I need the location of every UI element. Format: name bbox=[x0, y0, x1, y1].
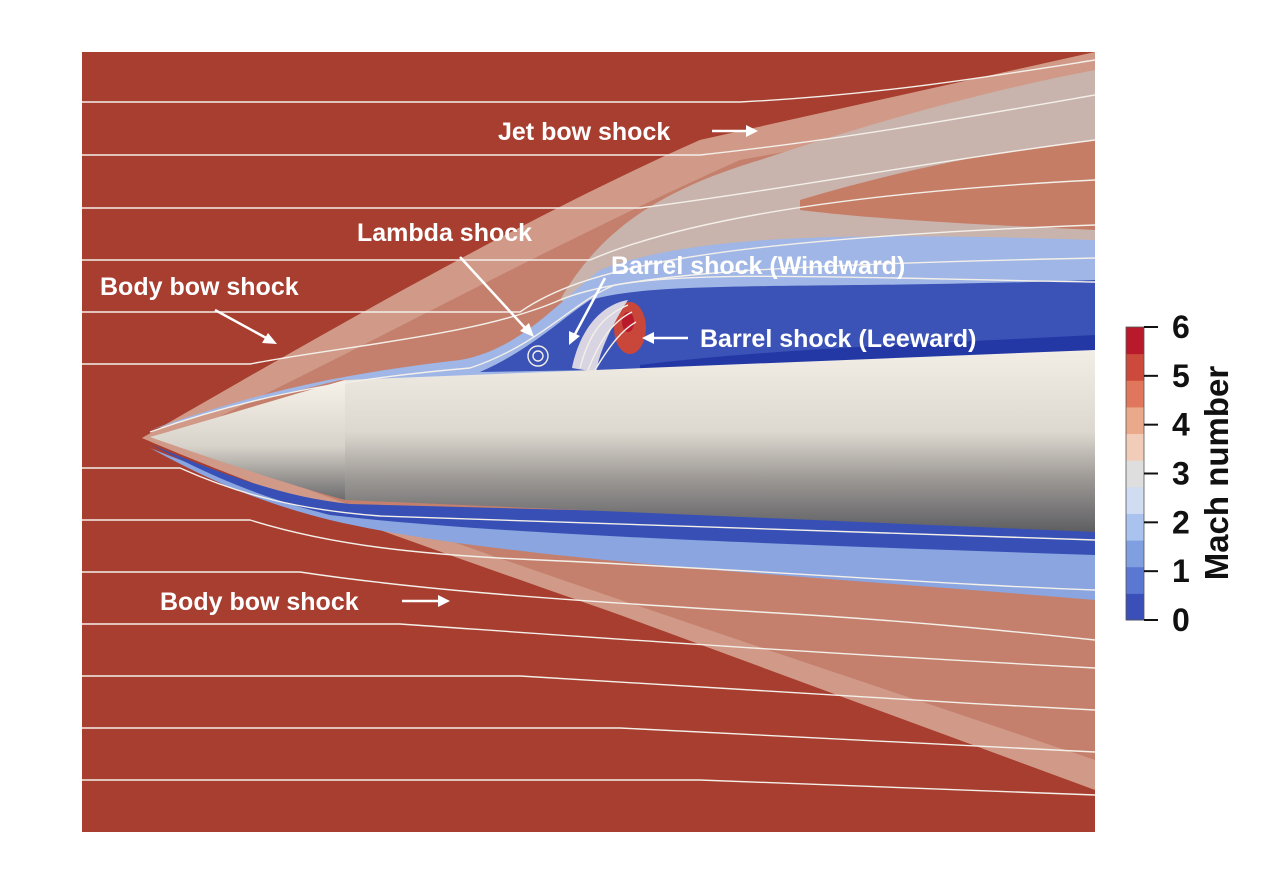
arrowhead bbox=[438, 595, 450, 607]
streamline bbox=[82, 571, 1095, 641]
flow-domain bbox=[82, 52, 1095, 832]
label-barrel-shock-windward: Barrel shock (Windward) bbox=[611, 252, 905, 280]
arrowhead bbox=[746, 125, 758, 137]
arrow-barrel-windward bbox=[572, 277, 607, 337]
streamline bbox=[579, 304, 629, 369]
colorbar-tick-label: 4 bbox=[1172, 407, 1190, 443]
streamline bbox=[82, 727, 1095, 753]
colorbar-band bbox=[1126, 593, 1144, 621]
arrow-body-bow-shock-upper bbox=[214, 308, 269, 341]
colorbar-tick-label: 0 bbox=[1172, 602, 1190, 638]
leeward-deep-subsonic bbox=[640, 335, 1095, 370]
streamline bbox=[82, 179, 1095, 261]
arrowhead bbox=[569, 331, 580, 345]
colorbar-title: Mach number bbox=[1198, 366, 1235, 581]
body-nose-cone bbox=[150, 380, 345, 500]
label-body-bow-shock-upper: Body bow shock bbox=[100, 273, 299, 301]
arrowhead bbox=[642, 332, 654, 344]
streamline bbox=[82, 94, 1095, 156]
colorbar-band bbox=[1126, 486, 1144, 514]
lower-subsonic-layer bbox=[150, 444, 1095, 555]
annotation-labels: Jet bow shock Lambda shock Barrel shock … bbox=[100, 118, 977, 616]
colorbar-band bbox=[1126, 380, 1144, 408]
colorbar-band bbox=[1126, 406, 1144, 435]
streamlines bbox=[82, 59, 1095, 796]
streamline bbox=[594, 321, 637, 371]
streamline bbox=[82, 519, 1095, 591]
colorbar-tick-label: 1 bbox=[1172, 553, 1190, 589]
streamline bbox=[82, 467, 1095, 541]
barrel-shock-core bbox=[622, 312, 634, 332]
colorbar-band bbox=[1126, 540, 1144, 568]
label-body-bow-shock-lower: Body bow shock bbox=[160, 588, 359, 616]
colorbar: 6 5 4 3 2 1 0 Mach number bbox=[1125, 309, 1235, 638]
colorbar-tick-label: 5 bbox=[1172, 358, 1190, 394]
streamline bbox=[82, 257, 1095, 365]
streamline bbox=[82, 59, 1095, 103]
colorbar-tick-label: 6 bbox=[1172, 309, 1190, 345]
arrow-lambda-shock bbox=[459, 256, 528, 331]
colorbar-band bbox=[1126, 433, 1144, 461]
recirculation-vortex bbox=[532, 350, 544, 362]
arrowhead bbox=[520, 323, 534, 337]
streamline bbox=[149, 275, 1095, 433]
streamline bbox=[82, 675, 1095, 711]
label-barrel-shock-leeward: Barrel shock (Leeward) bbox=[700, 325, 977, 353]
arrowhead bbox=[262, 333, 277, 344]
colorbar-band bbox=[1126, 566, 1144, 594]
colorbar-tick-label: 3 bbox=[1172, 456, 1190, 492]
colorbar-band bbox=[1126, 353, 1144, 381]
streamline bbox=[82, 224, 1095, 313]
jet-plume-core bbox=[800, 140, 1095, 230]
colorbar-band bbox=[1126, 327, 1144, 355]
streamline bbox=[82, 139, 1095, 209]
colorbar-bands bbox=[1126, 327, 1144, 621]
streamline bbox=[587, 311, 633, 371]
recirculation-vortex bbox=[527, 345, 549, 367]
colorbar-band bbox=[1126, 460, 1144, 488]
label-jet-bow-shock: Jet bow shock bbox=[498, 118, 670, 146]
label-lambda-shock: Lambda shock bbox=[357, 219, 532, 247]
colorbar-ticks: 6 5 4 3 2 1 0 bbox=[1144, 309, 1190, 638]
colorbar-tick-label: 2 bbox=[1172, 504, 1190, 540]
barrel-jet-fan bbox=[572, 300, 628, 372]
colorbar-band bbox=[1126, 513, 1144, 541]
body-cylinder bbox=[345, 350, 1095, 532]
bow-shock-band bbox=[142, 52, 1095, 790]
streamline bbox=[82, 779, 1095, 796]
annotation-arrows bbox=[214, 125, 758, 607]
streamline bbox=[82, 623, 1095, 669]
